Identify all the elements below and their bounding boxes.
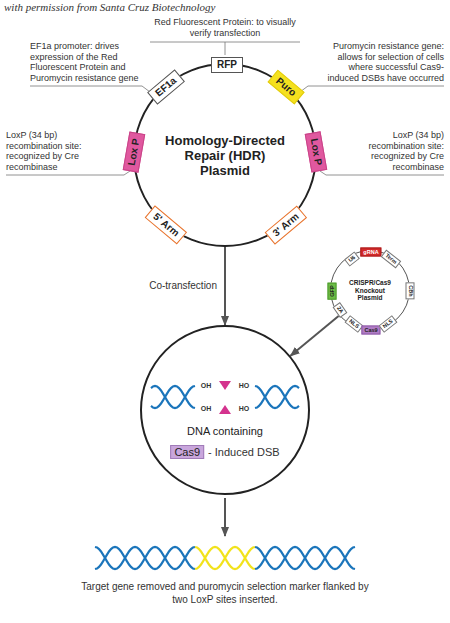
term-segment: Term <box>381 250 402 269</box>
segment-label: RFP <box>217 59 237 70</box>
dna-strand <box>95 547 195 569</box>
connector-arrow <box>291 316 340 356</box>
callout-text: LoxP (34 bp) recombination site: recogni… <box>336 130 444 172</box>
segment-label: Cas9 <box>364 327 377 333</box>
arm-segment: 5' Arm <box>145 205 188 244</box>
segment-label: U6 <box>347 254 356 263</box>
leader-line <box>300 86 444 92</box>
segment-label: Lox P <box>126 138 142 167</box>
2a-segment: 2A <box>333 302 348 318</box>
loxp-segment: Lox P <box>123 131 146 172</box>
dna-strand <box>95 547 195 569</box>
cbh-segment: CBh <box>406 282 415 299</box>
segment-label: CBh <box>408 285 414 296</box>
segment-label: Lox P <box>309 138 325 167</box>
segment-label: Term <box>384 252 398 265</box>
dna-strand <box>195 547 255 569</box>
dna-strand <box>255 386 299 408</box>
dna-strand <box>151 386 195 408</box>
segment-label: Puro <box>274 75 299 98</box>
dna-strand <box>255 547 355 569</box>
dna-helix <box>151 386 299 408</box>
connector-arrow <box>224 247 226 325</box>
down-arrow <box>224 498 226 536</box>
edge-label: Co-transfection <box>147 280 219 292</box>
leader-line <box>6 171 130 175</box>
cas9-segment: Cas9 <box>361 326 380 335</box>
ef1a-segment: EF1a <box>147 69 185 104</box>
segment-label: 5' Arm <box>151 211 181 239</box>
leader-line <box>150 42 300 55</box>
leader-line <box>320 171 444 175</box>
node-title: Homology-Directed Repair (HDR) Plasmid <box>163 133 287 178</box>
puro-segment: Puro <box>268 70 305 105</box>
segment-label: Cas9 <box>174 446 200 458</box>
crispr-plasmid: CRISPR/Cas9 Knockout Plasmid GFP U6 gRNA Ter… <box>330 250 410 330</box>
strand-end: HO <box>239 405 250 413</box>
break-triangle <box>219 405 231 414</box>
dna-strand <box>255 547 355 569</box>
callout-text: Red Fluorescent Protein: to visually ver… <box>150 17 300 38</box>
callout-text: LoxP (34 bp) recombination site: recogni… <box>6 130 114 172</box>
dna-strand <box>195 547 255 569</box>
callout-text: EF1a promoter: drives expression of the … <box>30 41 146 83</box>
gfp-segment: GFP <box>328 282 337 299</box>
node-title: CRISPR/Cas9 Knockout Plasmid <box>347 279 393 302</box>
dna-strand <box>151 386 195 408</box>
leader-line <box>30 86 150 92</box>
arm-segment: 3' Arm <box>265 205 308 244</box>
segment-label: NLS <box>348 318 360 330</box>
grna-segment: gRNA <box>360 248 381 257</box>
callout-text: Puromycin resistance gene: allows for se… <box>318 41 444 83</box>
strand-end: OH <box>201 405 212 413</box>
segment-label: 2A <box>336 305 345 314</box>
dsb-text: - Induced DSB <box>208 446 280 459</box>
segment-label: 3' Arm <box>271 211 301 239</box>
plasmid-circle: Homology-Directed Repair (HDR) PlasmidRF… <box>133 63 317 247</box>
dna-helix <box>95 547 355 569</box>
segment-label: GFP <box>329 285 335 296</box>
cas9-box: Cas9 <box>170 445 204 459</box>
break-triangle <box>219 381 231 390</box>
segment-label: NLS <box>382 318 394 330</box>
segment-label: gRNA <box>363 249 378 255</box>
caption: Target gene removed and puromycin select… <box>75 580 375 606</box>
segment-label: EF1a <box>153 75 178 99</box>
loxp-segment: Lox P <box>305 131 328 172</box>
dna-strand <box>255 386 299 408</box>
rfp-segment: RFP <box>211 57 243 73</box>
cell-circle: DNA containingCas9 <box>140 325 310 495</box>
u6-segment: U6 <box>344 251 360 266</box>
strand-end: HO <box>239 382 250 390</box>
watermark: with permission from Santa Cruz Biotechn… <box>4 1 215 14</box>
strand-end: OH <box>201 382 212 390</box>
node-title: DNA containing <box>142 425 308 437</box>
nls-segment: NLS <box>379 315 398 333</box>
